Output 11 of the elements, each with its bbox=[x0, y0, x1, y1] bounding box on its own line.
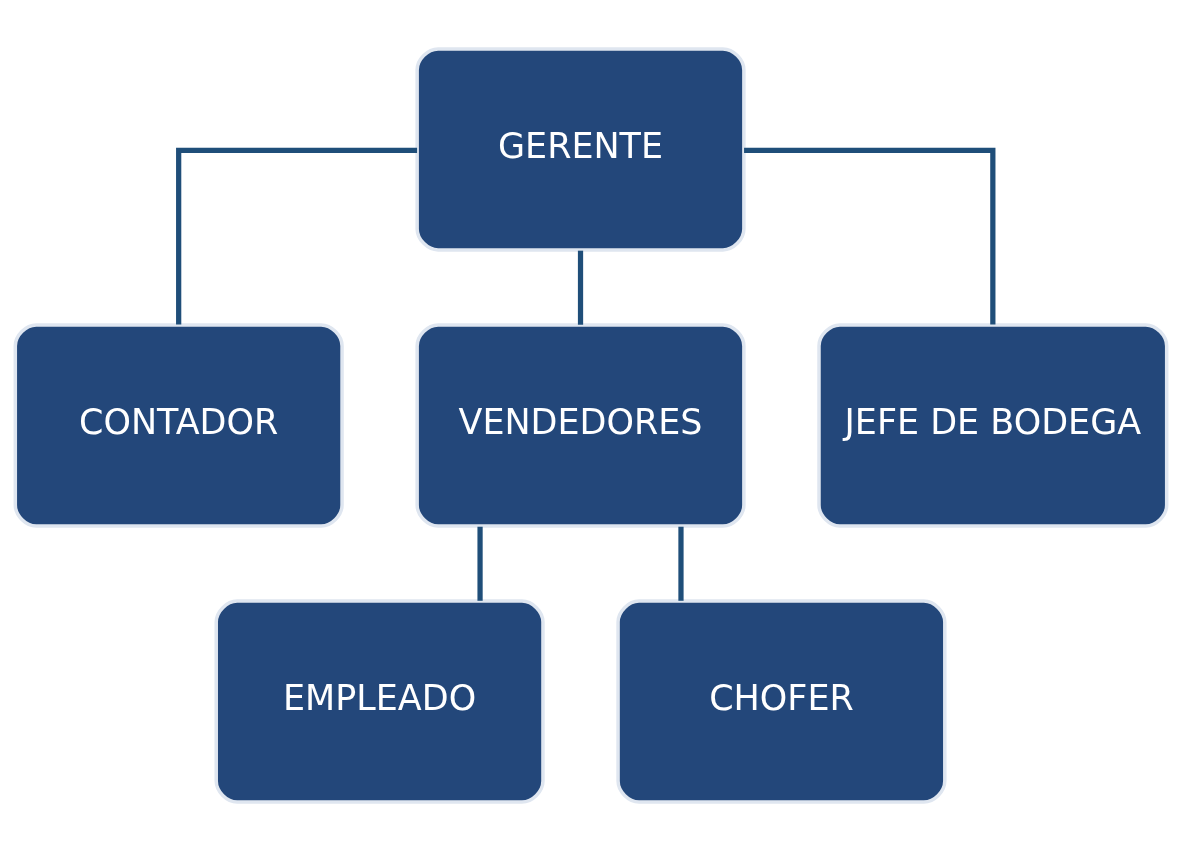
node-box: JEFE DE BODEGA bbox=[817, 322, 1169, 528]
node-box: CONTADOR bbox=[13, 322, 344, 528]
connector bbox=[678, 526, 684, 601]
node-box: EMPLEADO bbox=[214, 598, 545, 804]
connector bbox=[744, 147, 996, 325]
node-box: VENDEDORES bbox=[415, 322, 746, 528]
node-box: CHOFER bbox=[616, 598, 947, 804]
node-box: GERENTE bbox=[415, 46, 746, 252]
connector bbox=[477, 526, 483, 601]
connector bbox=[577, 250, 584, 325]
connector bbox=[176, 147, 418, 325]
